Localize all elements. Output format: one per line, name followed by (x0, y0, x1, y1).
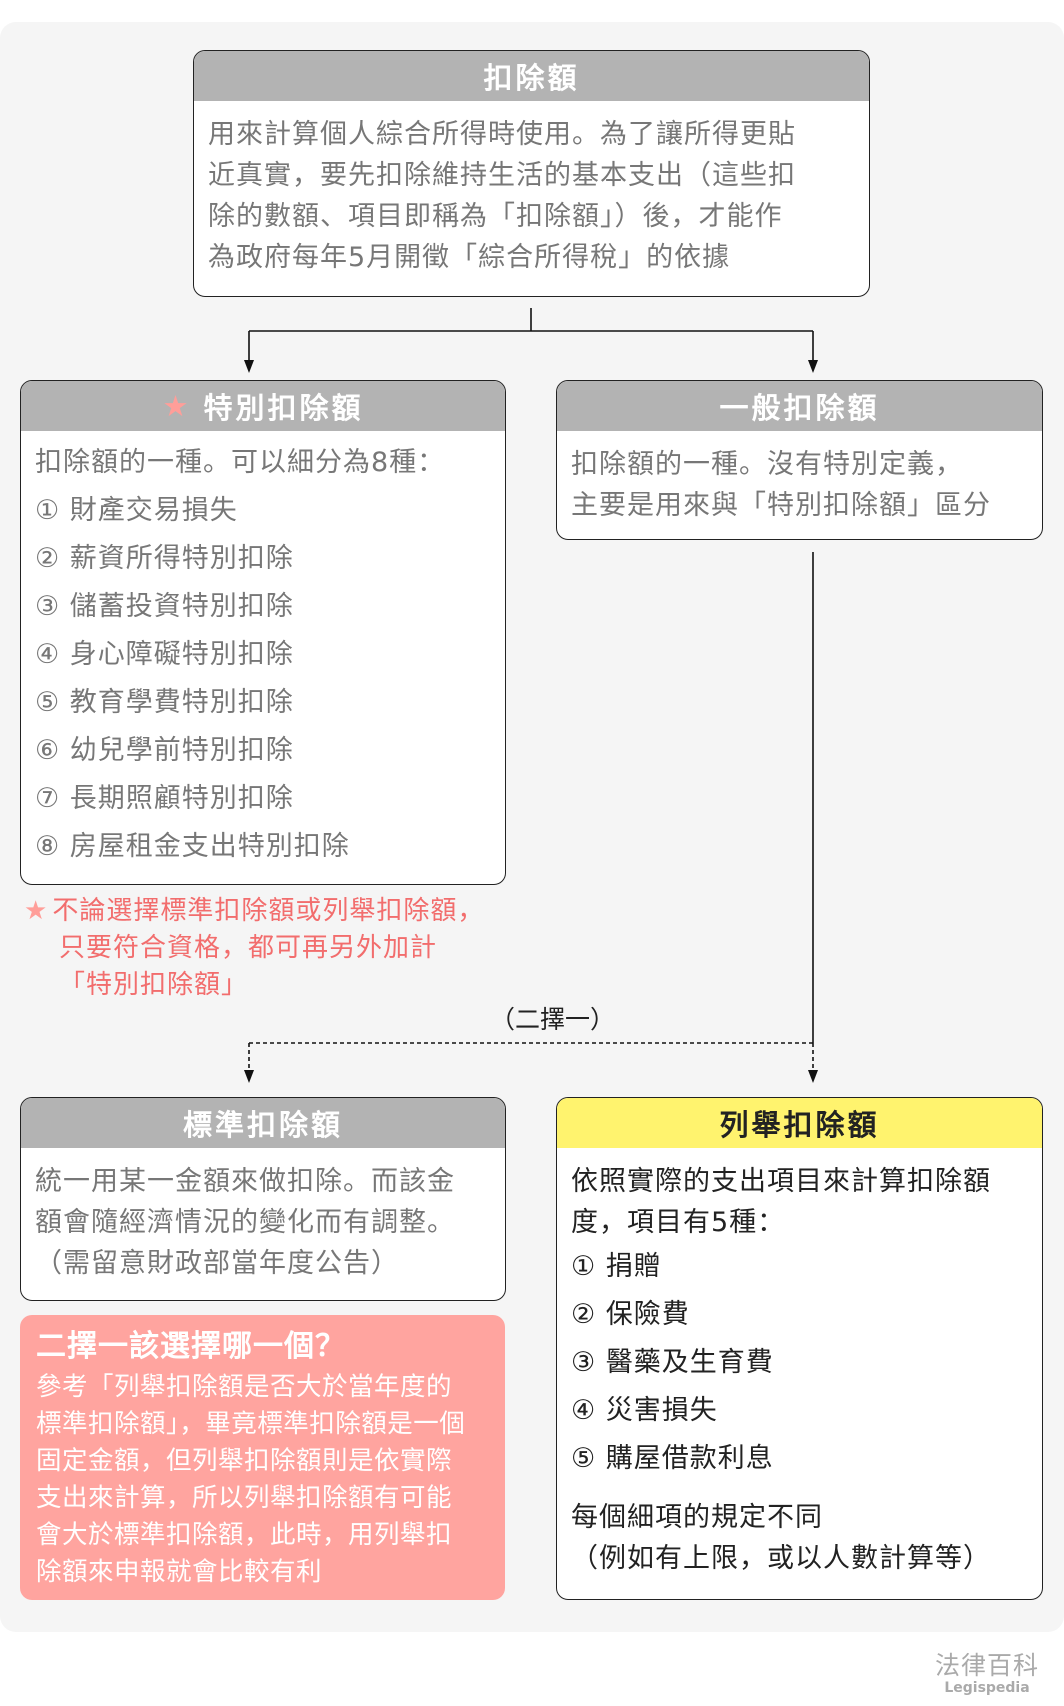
text-line: 參考「列舉扣除額是否大於當年度的 (36, 1372, 453, 1402)
arrow-icon (244, 1070, 254, 1083)
text-line: 除額來申報就會比較有利 (36, 1557, 323, 1587)
text-line: 標準扣除額」，畢竟標準扣除額是一個 (36, 1409, 466, 1439)
arrow-icon (244, 360, 254, 373)
advice-title: 二擇一該選擇哪一個？ (36, 1329, 346, 1364)
list-item: ⑥ 幼兒學前特別扣除 (35, 735, 294, 766)
special-intro: 扣除額的一種。可以細分為8種： (35, 447, 446, 478)
text-line: 每個細項的規定不同 (571, 1502, 823, 1533)
list-item: ① 捐贈 (571, 1251, 662, 1282)
list-item: ⑧ 房屋租金支出特別扣除 (35, 831, 350, 862)
list-item: ④ 身心障礙特別扣除 (35, 639, 294, 670)
special-title: 特別扣除額 (203, 391, 364, 425)
general-deduction-box: 一般扣除額 扣除額的一種。沒有特別定義， 主要是用來與「特別扣除額」區分 (556, 380, 1043, 540)
text-line: 主要是用來與「特別扣除額」區分 (571, 490, 991, 521)
arrow-icon (808, 360, 818, 373)
list-item: ② 保險費 (571, 1299, 690, 1330)
special-note: ★不論選擇標準扣除額或列舉扣除額， 只要符合資格，都可再另外加計 「特別扣除額」 (24, 893, 484, 1004)
list-item: ③ 儲蓄投資特別扣除 (35, 591, 294, 622)
logo-text: 法律百科 (935, 1651, 1040, 1680)
text-line: （例如有上限，或以人數計算等） (571, 1543, 991, 1574)
arrow-icon (808, 1070, 818, 1083)
connector-dashed (248, 1042, 814, 1078)
note-line: 「特別扣除額」 (59, 970, 249, 1000)
star-icon: ★ (162, 389, 192, 423)
text-line: 固定金額，但列舉扣除額則是依實際 (36, 1446, 453, 1476)
text-line: 支出來計算，所以列舉扣除額有可能 (36, 1483, 453, 1513)
advice-box: 二擇一該選擇哪一個？ 參考「列舉扣除額是否大於當年度的 標準扣除額」，畢竟標準扣… (20, 1315, 505, 1600)
either-label: （二擇一） (490, 1005, 616, 1034)
text-line: 依照實際的支出項目來計算扣除額 (571, 1166, 991, 1197)
note-line: 不論選擇標準扣除額或列舉扣除額， (52, 896, 485, 926)
deduction-box: 扣除額 用來計算個人綜合所得時使用。為了讓所得更貼 近真實，要先扣除維持生活的基… (193, 50, 870, 297)
connector-top (248, 308, 814, 368)
text-line: 會大於標準扣除額，此時，用列舉扣 (36, 1520, 453, 1550)
text-line: （需留意財政部當年度公告） (35, 1248, 399, 1279)
list-item: ⑤ 購屋借款利息 (571, 1443, 774, 1474)
note-line: 只要符合資格，都可再另外加計 (59, 933, 438, 963)
list-item: ② 薪資所得特別扣除 (35, 543, 294, 574)
logo-subtext: Legispedia (944, 1680, 1030, 1696)
text-line: 額會隨經濟情況的變化而有調整。 (35, 1207, 455, 1238)
list-item: ⑦ 長期照顧特別扣除 (35, 783, 294, 814)
standard-title: 標準扣除額 (21, 1098, 505, 1148)
text-line: 用來計算個人綜合所得時使用。為了讓所得更貼 (208, 119, 796, 150)
general-title: 一般扣除額 (557, 381, 1042, 431)
text-line: 除的數額、項目即稱為「扣除額」）後，才能作 (208, 201, 783, 232)
text-line: 度，項目有5種： (571, 1207, 786, 1238)
list-item: ① 財產交易損失 (35, 495, 238, 526)
list-item: ④ 災害損失 (571, 1395, 718, 1426)
special-deduction-box: ★ 特別扣除額 扣除額的一種。可以細分為8種： ① 財產交易損失 ② 薪資所得特別… (20, 380, 506, 885)
list-item: ③ 醫藥及生育費 (571, 1347, 774, 1378)
text-line: 為政府每年5月開徵「綜合所得稅」的依據 (208, 242, 731, 273)
star-icon: ★ (24, 896, 49, 926)
itemized-title: 列舉扣除額 (557, 1098, 1042, 1148)
text-line: 扣除額的一種。沒有特別定義， (571, 449, 963, 480)
deduction-title: 扣除額 (194, 51, 869, 101)
legispedia-logo: 法律百科 Legispedia (935, 1646, 1039, 1696)
list-item: ⑤ 教育學費特別扣除 (35, 687, 294, 718)
text-line: 近真實，要先扣除維持生活的基本支出（這些扣 (208, 160, 796, 191)
itemized-deduction-box: 列舉扣除額 依照實際的支出項目來計算扣除額 度，項目有5種： ① 捐贈 ② 保險… (556, 1097, 1043, 1600)
text-line: 統一用某一金額來做扣除。而該金 (35, 1166, 455, 1197)
standard-deduction-box: 標準扣除額 統一用某一金額來做扣除。而該金 額會隨經濟情況的變化而有調整。 （需… (20, 1097, 506, 1301)
